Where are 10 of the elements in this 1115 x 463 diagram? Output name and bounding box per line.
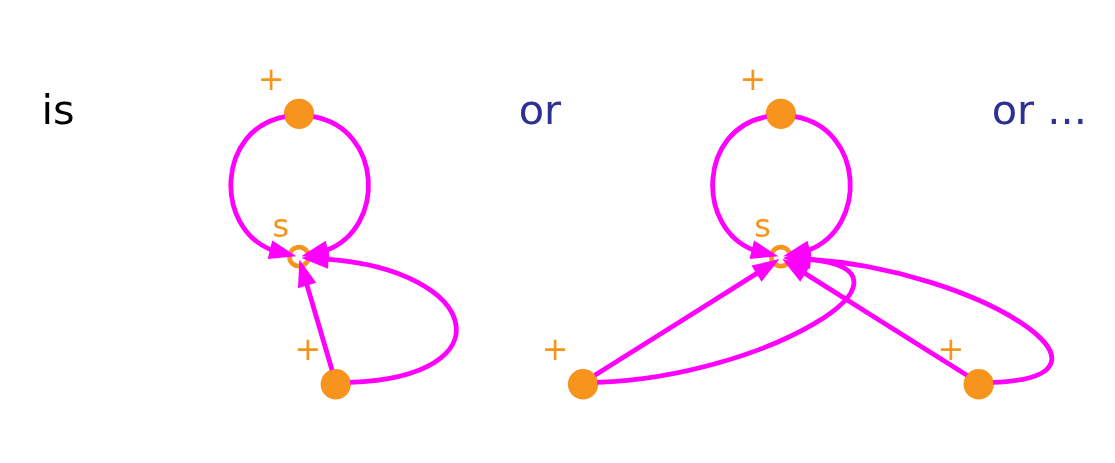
node-label: s bbox=[754, 207, 771, 246]
node-label: + bbox=[739, 59, 767, 98]
node-label: + bbox=[257, 59, 285, 98]
node-label: + bbox=[294, 330, 322, 369]
node-label: + bbox=[541, 330, 569, 369]
label: or bbox=[518, 84, 562, 134]
label: is bbox=[41, 84, 75, 134]
label: or ... bbox=[991, 84, 1087, 134]
node-label: + bbox=[937, 330, 965, 369]
node-label: s bbox=[272, 207, 290, 246]
